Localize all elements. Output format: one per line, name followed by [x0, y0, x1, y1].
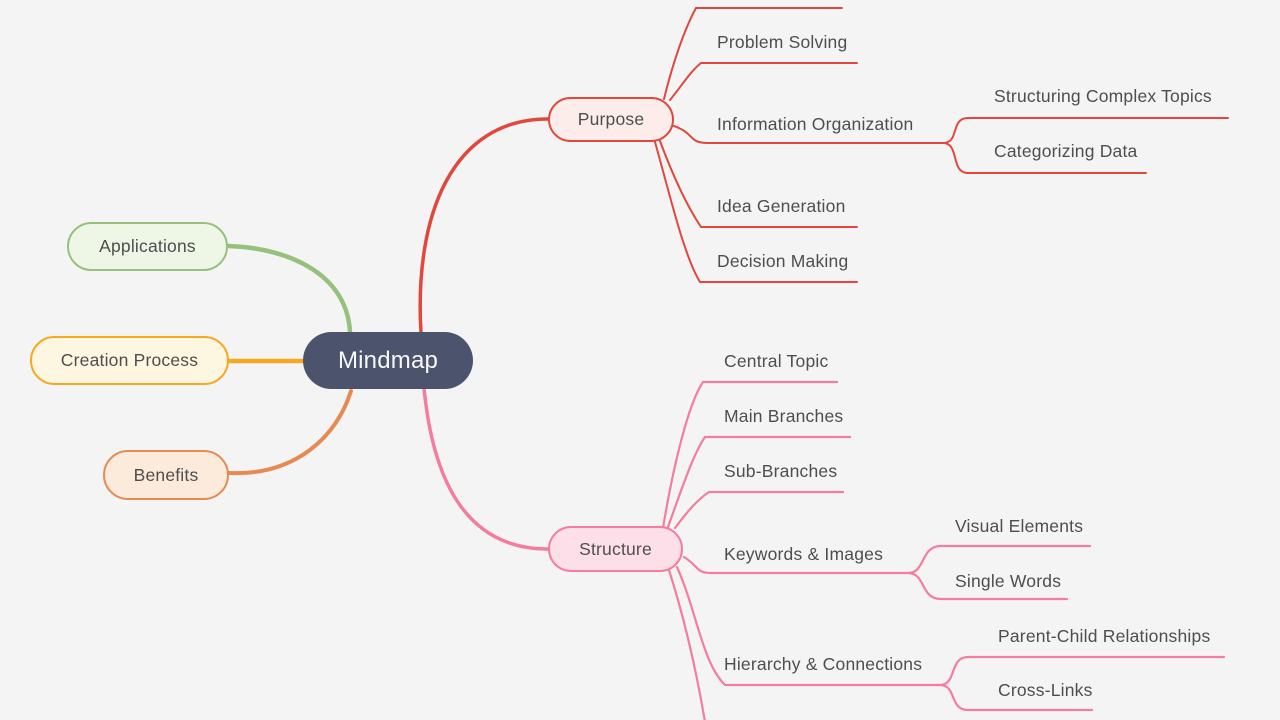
- node-parent-child-relationships[interactable]: Parent-Child Relationships: [998, 626, 1211, 646]
- edge-hierarchy-connections: [675, 565, 942, 687]
- edge-keywords-images: [682, 555, 910, 575]
- edge-purpose-child-clipped-top: [663, 7, 843, 100]
- node-keywords-images[interactable]: Keywords & Images: [724, 544, 884, 564]
- edge-structuring-complex-topics: [942, 117, 1229, 144]
- node-mindmap[interactable]: Mindmap: [303, 332, 473, 389]
- node-structure[interactable]: Structure: [548, 526, 683, 572]
- edge-visual-elements: [906, 544, 1092, 575]
- edge-cross-links: [938, 683, 1094, 712]
- node-benefits[interactable]: Benefits: [103, 450, 229, 500]
- node-problem-solving[interactable]: Problem Solving: [717, 32, 848, 52]
- node-creation-process[interactable]: Creation Process: [30, 336, 229, 385]
- edge-idea-generation: [659, 140, 858, 228]
- node-single-words[interactable]: Single Words: [955, 571, 1062, 591]
- node-purpose[interactable]: Purpose: [548, 97, 674, 142]
- edge-applications: [225, 243, 353, 335]
- edge-benefits: [227, 389, 353, 476]
- node-creation-process-label: Creation Process: [60, 350, 199, 370]
- edge-single-words: [906, 571, 1069, 601]
- node-decision-making[interactable]: Decision Making: [717, 251, 849, 271]
- node-applications-label: Applications: [99, 236, 196, 256]
- node-mindmap-label: Mindmap: [337, 346, 439, 374]
- node-benefits-label: Benefits: [133, 464, 199, 485]
- edge-information-organization: [673, 125, 944, 144]
- node-information-organization[interactable]: Information Organization: [717, 114, 914, 134]
- edge-main-branches: [666, 435, 852, 529]
- node-visual-elements[interactable]: Visual Elements: [955, 516, 1084, 536]
- node-central-topic[interactable]: Central Topic: [724, 351, 829, 371]
- edge-decision-making: [654, 141, 858, 283]
- node-purpose-label: Purpose: [577, 109, 645, 129]
- edge-sub-branches: [673, 490, 845, 530]
- node-structure-label: Structure: [579, 538, 652, 559]
- edge-parent-child-relationships: [938, 655, 1226, 687]
- node-hierarchy-connections[interactable]: Hierarchy & Connections: [724, 654, 923, 674]
- edge-structure: [422, 386, 550, 551]
- edge-categorizing-data: [942, 142, 1147, 174]
- edge-structure-child-clipped-bottom: [667, 568, 706, 720]
- node-categorizing-data[interactable]: Categorizing Data: [994, 141, 1138, 161]
- edge-purpose: [418, 117, 550, 335]
- edge-problem-solving: [669, 62, 858, 101]
- node-structuring-complex-topics[interactable]: Structuring Complex Topics: [994, 86, 1212, 106]
- edge-central-topic: [661, 380, 839, 530]
- node-main-branches[interactable]: Main Branches: [724, 406, 844, 426]
- node-sub-branches[interactable]: Sub-Branches: [724, 461, 838, 481]
- node-applications[interactable]: Applications: [67, 222, 228, 271]
- node-idea-generation[interactable]: Idea Generation: [717, 196, 846, 216]
- node-cross-links[interactable]: Cross-Links: [998, 680, 1093, 700]
